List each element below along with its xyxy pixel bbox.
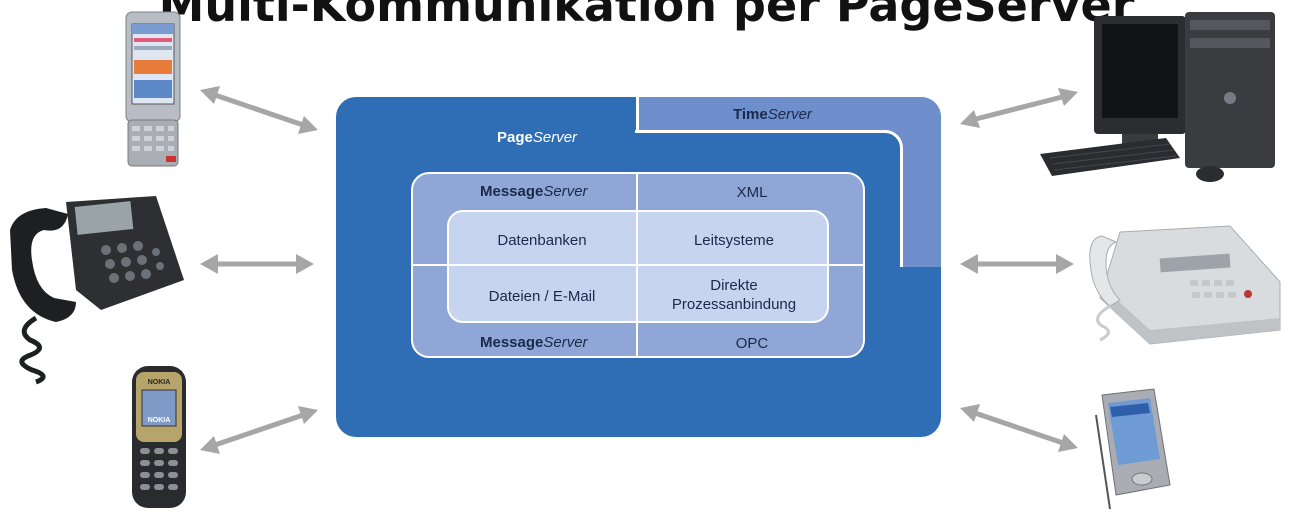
dateien-email-label: Dateien / E-Mail	[488, 288, 596, 305]
arrow-smartphone	[200, 86, 318, 134]
page-server-label: PageServer	[497, 129, 578, 146]
page-title: Multi-Kommunikation per PageServer	[158, 0, 1135, 32]
leitsysteme-label: Leitsysteme	[693, 232, 775, 249]
arrow-mobile-phone	[200, 406, 318, 454]
arrow-desk-phone	[200, 254, 314, 274]
pda-icon	[1095, 388, 1171, 510]
arrow-fax-machine	[960, 254, 1074, 274]
opc-label: OPC	[735, 335, 769, 352]
mobile-phone-icon: NOKIA NOKIA	[132, 366, 186, 508]
smartphone-icon	[125, 11, 181, 167]
arrow-pda	[960, 404, 1078, 452]
desk-phone-icon	[10, 196, 184, 385]
integration-box	[447, 210, 829, 323]
time-server-label: TimeServer	[733, 106, 812, 123]
datenbanken-label: Datenbanken	[497, 232, 587, 249]
message-server-bottom-label: MessageServer	[480, 334, 588, 351]
svg-text:NOKIA: NOKIA	[148, 417, 171, 424]
desktop-computer-icon	[1040, 12, 1275, 182]
arrow-desktop-computer	[960, 88, 1078, 128]
xml-label: XML	[736, 184, 768, 201]
fax-machine-icon	[1089, 225, 1281, 345]
nokia-logo: NOKIA	[148, 379, 171, 386]
message-server-top-label: MessageServer	[480, 183, 588, 200]
